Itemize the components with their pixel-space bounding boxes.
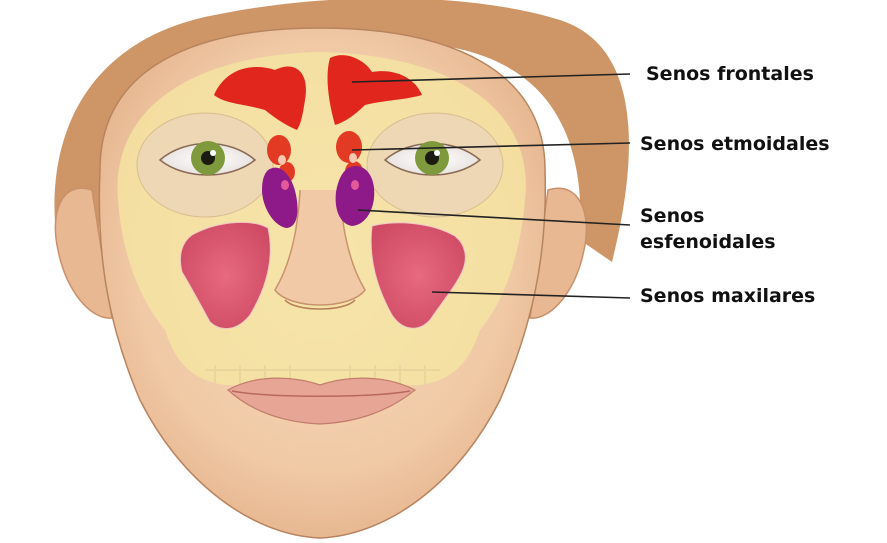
label-sphenoid-sinuses-line1: Senos bbox=[640, 205, 704, 227]
label-frontal-sinuses: Senos frontales bbox=[646, 63, 814, 85]
label-sphenoid-sinuses-line2: esfenoidales bbox=[640, 231, 776, 253]
label-maxillary-sinuses: Senos maxilares bbox=[640, 285, 815, 307]
label-ethmoid-sinuses: Senos etmoidales bbox=[640, 133, 830, 155]
